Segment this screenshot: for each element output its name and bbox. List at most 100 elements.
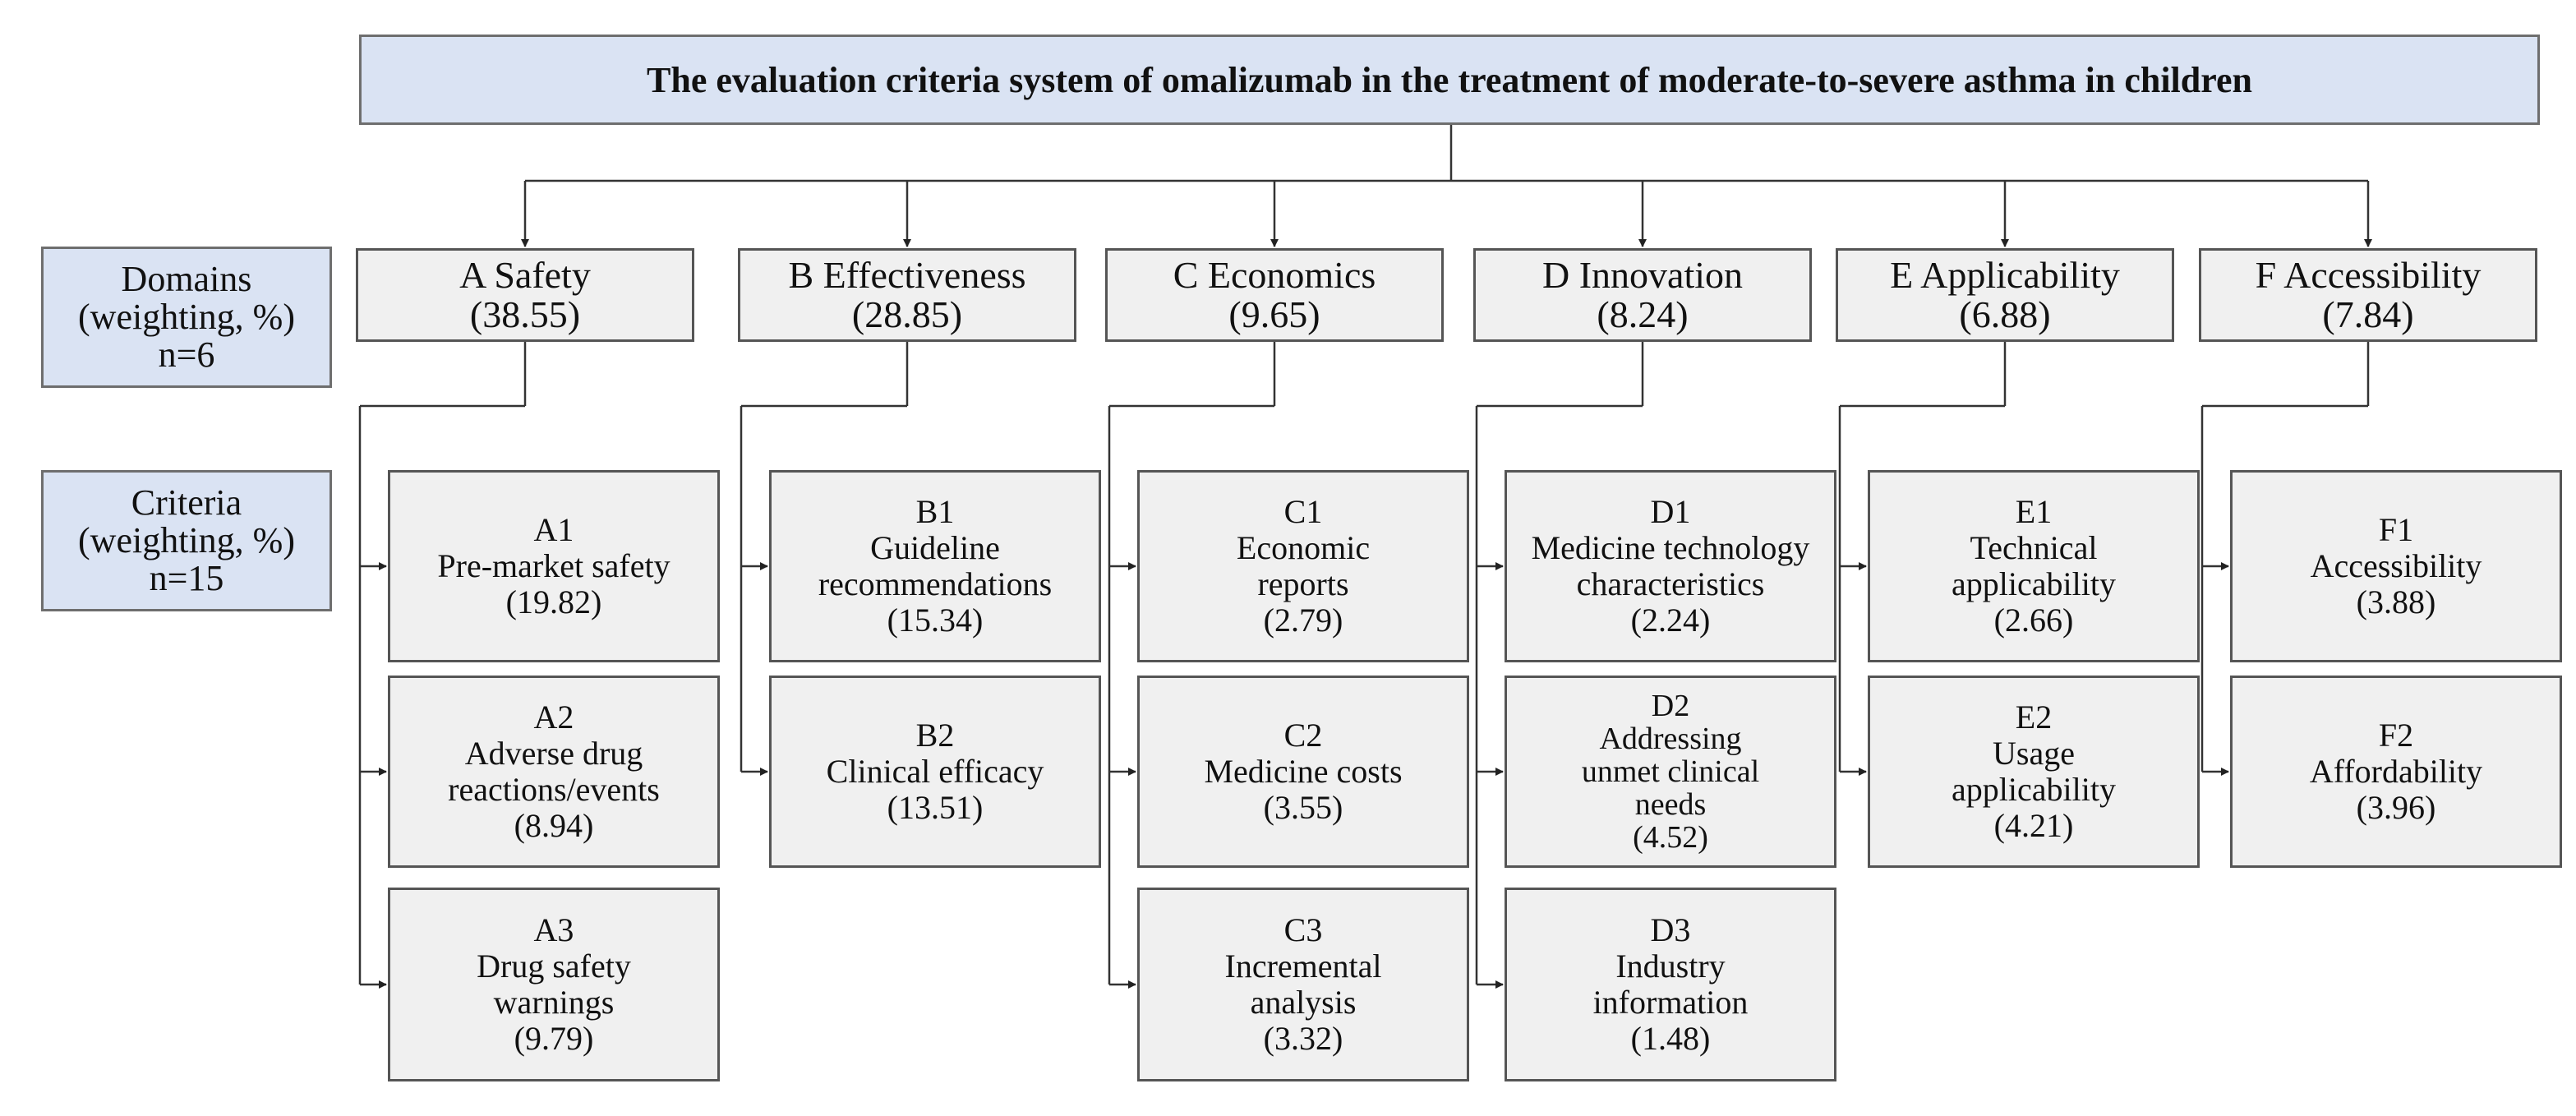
domain-d-line-2: (8.24) [1597, 293, 1689, 335]
criterion-b1-line-2: Guideline [870, 529, 1000, 566]
domain-a-line-1: A Safety [459, 254, 591, 296]
domain-a: A Safety(38.55) [356, 248, 694, 342]
domain-f-line-1: F Accessibility [2255, 254, 2482, 296]
criterion-e2-line-1: E2 [2015, 699, 2053, 736]
criterion-b2-line-1: B2 [915, 717, 955, 754]
criterion-b2-line-3: (13.51) [887, 789, 984, 826]
criterion-e1-line-2: Technical [1970, 529, 2098, 566]
criterion-a3-line-4: (9.79) [514, 1020, 594, 1057]
criterion-c3-line-4: (3.32) [1263, 1020, 1343, 1057]
criterion-a1-line-1: A1 [533, 511, 574, 548]
criterion-d3-line-4: (1.48) [1630, 1020, 1711, 1057]
domains-label-line-3: n=6 [158, 334, 215, 375]
criterion-a1-line-2: Pre-market safety [437, 547, 670, 584]
criterion-f2-line-2: Affordability [2309, 753, 2483, 790]
criterion-d2-line-5: (4.52) [1633, 820, 1708, 855]
criterion-e2-line-2: Usage [1993, 735, 2075, 772]
criterion-d2-line-1: D2 [1651, 689, 1690, 723]
domain-e-line-1: E Applicability [1890, 254, 2120, 296]
criterion-f2-line-3: (3.96) [2356, 789, 2436, 826]
criterion-a2-line-4: (8.94) [514, 807, 594, 844]
criterion-a3-line-2: Drug safety [477, 948, 631, 985]
criterion-f1-line-2: Accessibility [2310, 547, 2482, 584]
domain-c: C Economics(9.65) [1105, 248, 1444, 342]
diagram-title-text: The evaluation criteria system of omaliz… [647, 59, 2252, 100]
criterion-b1-line-4: (15.34) [887, 602, 984, 639]
criteria-label: Criteria (weighting, %) n=15 [41, 470, 332, 611]
domains-label: Domains (weighting, %) n=6 [41, 247, 332, 388]
criterion-a2-line-1: A2 [533, 699, 574, 736]
criterion-a3-line-3: warnings [493, 984, 615, 1021]
criterion-d1-line-4: (2.24) [1630, 602, 1711, 639]
criterion-c1-line-3: reports [1257, 565, 1349, 602]
criterion-e2-line-3: applicability [1952, 771, 2116, 808]
criterion-b2-line-2: Clinical efficacy [826, 753, 1044, 790]
domain-e: E Applicability(6.88) [1836, 248, 2174, 342]
criterion-e2-line-4: (4.21) [1993, 807, 2074, 844]
criterion-e1-line-4: (2.66) [1993, 602, 2074, 639]
criterion-c3-line-3: analysis [1250, 984, 1357, 1021]
criterion-a2-line-3: reactions/events [448, 771, 660, 808]
criterion-d1-line-2: Medicine technology [1531, 529, 1810, 566]
criterion-b1-line-3: recommendations [818, 565, 1053, 602]
criteria-label-line-3: n=15 [149, 558, 224, 598]
criteria-label-line-1: Criteria [131, 482, 242, 523]
domain-e-line-2: (6.88) [1959, 293, 2051, 335]
criterion-d3-line-3: information [1592, 984, 1749, 1021]
criterion-c2-line-1: C2 [1283, 717, 1323, 754]
criterion-d2-line-4: needs [1634, 787, 1707, 822]
domain-d: D Innovation(8.24) [1473, 248, 1812, 342]
criterion-c3-line-1: C3 [1283, 911, 1323, 948]
criterion-c1-line-4: (2.79) [1263, 602, 1343, 639]
criterion-a2-line-2: Adverse drug [464, 735, 643, 772]
criterion-c2-line-2: Medicine costs [1204, 753, 1403, 790]
criterion-f1-line-1: F1 [2378, 511, 2414, 548]
criterion-a1-line-3: (19.82) [505, 583, 602, 620]
domain-f: F Accessibility(7.84) [2199, 248, 2537, 342]
criterion-c3-line-2: Incremental [1224, 948, 1382, 985]
domains-label-line-1: Domains [121, 259, 252, 299]
domain-b: B Effectiveness(28.85) [738, 248, 1076, 342]
criterion-f1-line-3: (3.88) [2356, 583, 2436, 620]
criterion-d1-line-3: characteristics [1576, 565, 1765, 602]
domain-c-line-2: (9.65) [1228, 293, 1320, 335]
domain-b-line-2: (28.85) [851, 293, 963, 335]
criterion-c1-line-2: Economic [1236, 529, 1371, 566]
criteria-label-line-2: (weighting, %) [78, 520, 295, 560]
criterion-d1-line-1: D1 [1650, 493, 1691, 530]
domains-label-line-2: (weighting, %) [78, 297, 295, 337]
criterion-d2-line-2: Addressing [1599, 722, 1742, 756]
criterion-d2-line-3: unmet clinical [1581, 754, 1760, 789]
domain-b-line-1: B Effectiveness [788, 254, 1026, 296]
criterion-c2-line-3: (3.55) [1263, 789, 1343, 826]
domain-c-line-1: C Economics [1173, 254, 1376, 296]
domain-f-line-2: (7.84) [2322, 293, 2414, 335]
criterion-b1-line-1: B1 [915, 493, 955, 530]
criterion-e1-line-1: E1 [2015, 493, 2053, 530]
domain-a-line-2: (38.55) [469, 293, 581, 335]
criterion-d3-line-2: Industry [1615, 948, 1726, 985]
criterion-c1-line-1: C1 [1283, 493, 1323, 530]
criterion-f2-line-1: F2 [2378, 717, 2414, 754]
criterion-d3-line-1: D3 [1650, 911, 1691, 948]
diagram-title: The evaluation criteria system of omaliz… [359, 35, 2540, 125]
criterion-a3-line-1: A3 [533, 911, 574, 948]
criterion-e1-line-3: applicability [1952, 565, 2116, 602]
domain-d-line-1: D Innovation [1541, 254, 1743, 296]
